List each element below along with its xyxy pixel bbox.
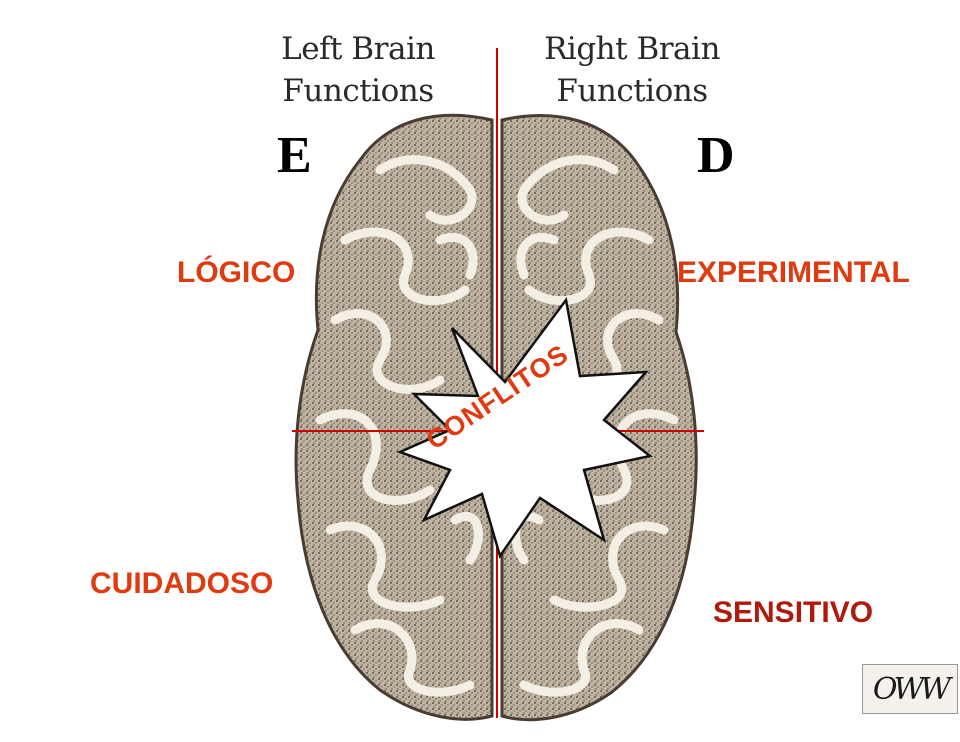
left-brain-heading: Left Brain Functions: [258, 28, 458, 112]
left-hemisphere: [294, 113, 494, 721]
trait-logical: LÓGICO: [177, 256, 296, 289]
trait-experimental: EXPERIMENTAL: [677, 256, 910, 289]
left-heading-line-2: Functions: [282, 73, 434, 109]
right-heading-line-2: Functions: [556, 73, 708, 109]
conflict-burst: [396, 296, 653, 559]
left-hemisphere-letter: E: [277, 127, 312, 184]
right-hemisphere-letter: D: [697, 127, 735, 184]
left-heading-line-1: Left Brain: [281, 31, 435, 67]
left-gyri: [315, 155, 483, 697]
author-logo: OWW: [862, 664, 958, 714]
right-heading-line-1: Right Brain: [544, 31, 720, 67]
trait-sensitive: SENSITIVO: [713, 596, 874, 629]
right-brain-heading: Right Brain Functions: [532, 28, 732, 112]
trait-careful: CUIDADOSO: [90, 567, 274, 600]
